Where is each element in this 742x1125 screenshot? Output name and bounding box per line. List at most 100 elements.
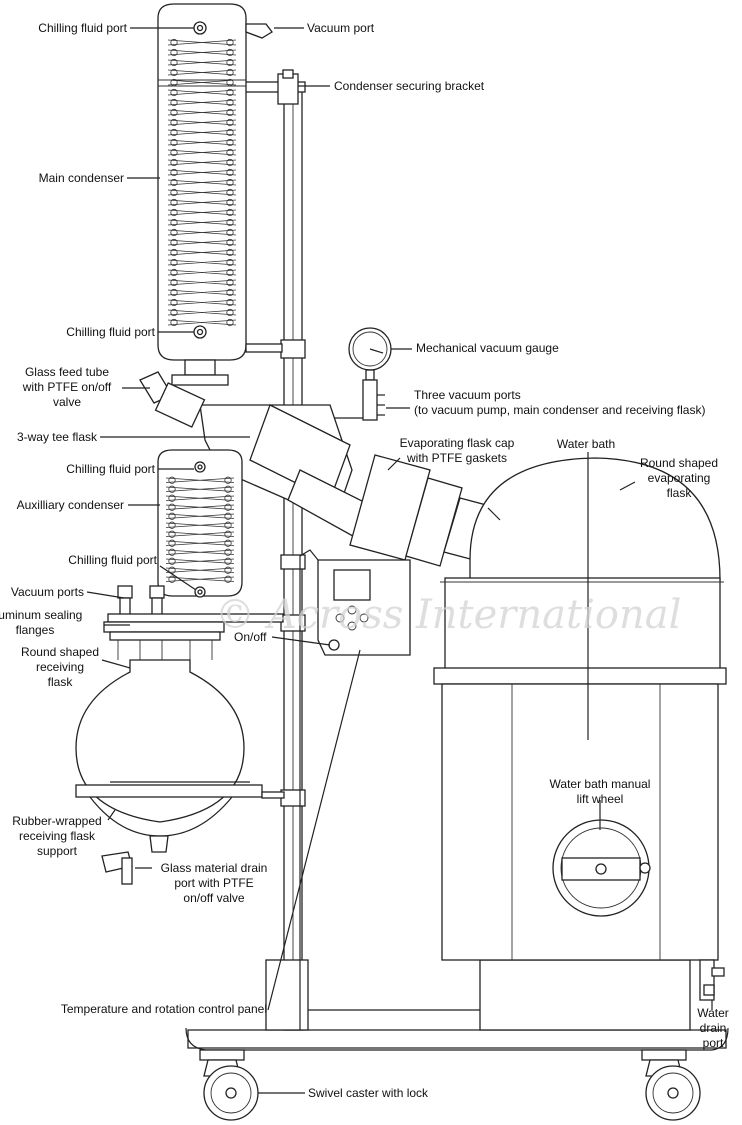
coil-loop <box>170 278 178 287</box>
label-round-evaporating-flask-3: flask <box>667 486 693 500</box>
coil-loop <box>170 58 178 67</box>
coil-winding <box>165 477 235 582</box>
label-vacuum-ports: Vacuum ports <box>11 585 84 599</box>
coil-loop <box>170 48 178 57</box>
label-three-vacuum-ports-2: (to vacuum pump, main condenser and rece… <box>414 403 705 417</box>
coil-loop <box>226 148 234 157</box>
coil-loop <box>226 138 234 147</box>
coil-loop <box>226 238 234 247</box>
coil-loop <box>226 228 234 237</box>
label-chilling-fluid-port-mid: Chilling fluid port <box>66 325 155 339</box>
coil-loop <box>226 108 234 117</box>
coil-loop <box>170 318 178 327</box>
label-rubber-wrapped-3: support <box>37 844 78 858</box>
coil-loop <box>226 158 234 167</box>
coil-loop <box>226 208 234 217</box>
label-lift-wheel-2: lift wheel <box>577 792 624 806</box>
coil-loop <box>170 38 178 47</box>
label-round-evaporating-flask-2: evaporating <box>648 471 711 485</box>
label-round-receiving-flask-1: Round shaped <box>21 645 99 659</box>
label-water-drain-port-3: port <box>703 1036 724 1050</box>
coil-loop <box>224 539 232 547</box>
coil-loop <box>226 58 234 67</box>
label-chilling-fluid-port-aux: Chilling fluid port <box>66 462 155 476</box>
coil-loop <box>168 575 176 583</box>
coil-loop <box>168 494 176 502</box>
label-mechanical-vacuum-gauge: Mechanical vacuum gauge <box>416 341 559 355</box>
coil-loop <box>226 68 234 77</box>
coil-loop <box>168 548 176 556</box>
leader-lines <box>86 27 713 1094</box>
label-glass-drain-port-3: on/off valve <box>183 891 244 905</box>
coil-loop <box>226 258 234 267</box>
coil-loop <box>226 188 234 197</box>
condenser-securing-bracket <box>244 69 306 105</box>
label-swivel-caster: Swivel caster with lock <box>308 1086 429 1100</box>
coil-loop <box>226 88 234 97</box>
labels: Chilling fluid port Vacuum port Condense… <box>0 21 729 1100</box>
label-three-vacuum-ports-1: Three vacuum ports <box>414 388 521 402</box>
label-evaporating-flask-cap-1: Evaporating flask cap <box>400 436 515 450</box>
label-round-evaporating-flask-1: Round shaped <box>640 456 718 470</box>
coil-loop <box>170 288 178 297</box>
label-aluminum-sealing-flanges-2: flanges <box>16 623 55 637</box>
coil-loop <box>170 98 178 107</box>
water-drain-valve <box>699 959 725 1001</box>
label-control-panel: Temperature and rotation control panel <box>61 1002 267 1016</box>
coil-loop <box>224 575 232 583</box>
label-round-receiving-flask-3: flask <box>48 675 74 689</box>
coil-loop <box>170 268 178 277</box>
evaporating-flask-cap <box>349 454 491 567</box>
label-water-drain-port-2: drain <box>700 1021 727 1035</box>
coil-loop <box>168 530 176 538</box>
coil-loop <box>226 268 234 277</box>
label-glass-drain-port-2: port with PTFE <box>174 876 253 890</box>
coil-loop <box>226 248 234 257</box>
label-evaporating-flask-cap-2: with PTFE gaskets <box>406 451 507 465</box>
coil-loop <box>226 298 234 307</box>
label-chilling-fluid-port-low: Chilling fluid port <box>68 553 157 567</box>
label-glass-feed-tube-1: Glass feed tube <box>25 365 109 379</box>
coil-loop <box>170 188 178 197</box>
label-aluminum-sealing-flanges-1: Aluminum sealing <box>0 608 82 622</box>
coil-loop <box>170 138 178 147</box>
coil-winding <box>167 39 237 326</box>
coil-loop <box>224 503 232 511</box>
coil-loop <box>224 476 232 484</box>
coil-loop <box>226 178 234 187</box>
round-receiving-flask <box>75 659 250 823</box>
label-rubber-wrapped-1: Rubber-wrapped <box>12 814 101 828</box>
coil-loop <box>226 118 234 127</box>
coil-loop <box>170 208 178 217</box>
coil-loop <box>170 78 178 87</box>
coil-loop <box>226 128 234 137</box>
coil-loop <box>168 476 176 484</box>
label-main-condenser: Main condenser <box>39 171 124 185</box>
coil-loop <box>168 521 176 529</box>
coil-loop <box>224 485 232 493</box>
water-bath-lift-wheel <box>552 819 651 917</box>
coil-loop <box>224 548 232 556</box>
label-auxilliary-condenser: Auxilliary condenser <box>17 498 124 512</box>
label-water-bath: Water bath <box>557 437 615 451</box>
coil-loop <box>226 218 234 227</box>
coil-loop <box>170 158 178 167</box>
label-three-way-tee-flask: 3-way tee flask <box>17 430 98 444</box>
coil-loop <box>168 539 176 547</box>
label-condenser-securing-bracket: Condenser securing bracket <box>334 79 485 93</box>
label-glass-feed-tube-2: with PTFE on/off <box>22 380 112 394</box>
coil-loop <box>226 48 234 57</box>
label-rubber-wrapped-2: receiving flask <box>19 829 96 843</box>
coil-loop <box>226 278 234 287</box>
coil-loop <box>226 78 234 87</box>
swivel-caster-right <box>641 1049 701 1121</box>
label-chilling-fluid-port-top: Chilling fluid port <box>38 21 127 35</box>
coil-loop <box>226 38 234 47</box>
coil-loop <box>224 521 232 529</box>
coil-loop <box>170 308 178 317</box>
coil-loop <box>170 128 178 137</box>
coil-loop <box>224 566 232 574</box>
coil-loop <box>224 494 232 502</box>
coil-loop <box>168 512 176 520</box>
